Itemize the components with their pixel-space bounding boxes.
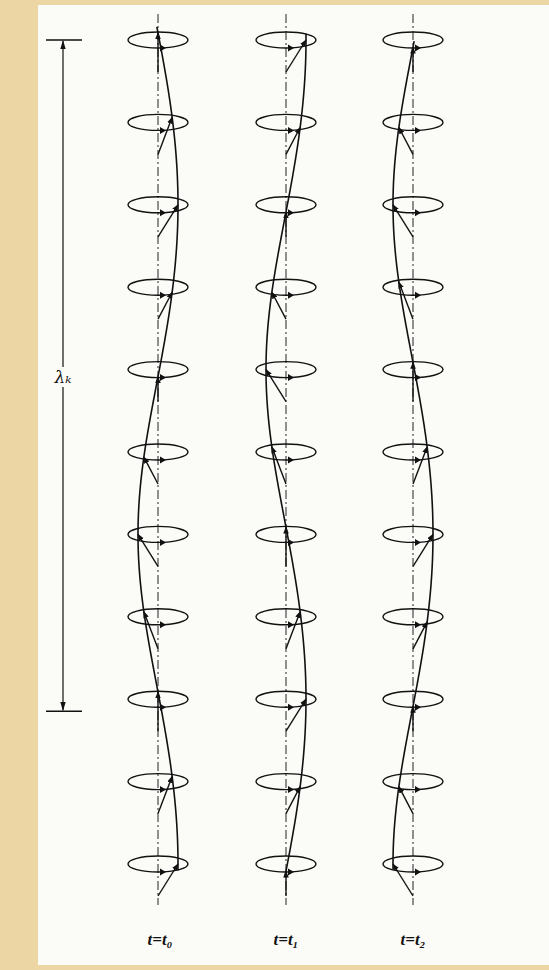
precession-ellipse <box>383 444 443 460</box>
rotation-arrowhead <box>160 786 166 793</box>
rotation-arrowhead <box>415 786 421 793</box>
spin-vector <box>413 447 427 484</box>
precession-ellipse <box>256 444 316 460</box>
precession-ellipse <box>383 526 443 542</box>
rotation-arrowhead <box>415 457 421 464</box>
wave-curve <box>138 27 178 871</box>
rotation-arrowhead <box>415 704 421 711</box>
spin-column <box>128 14 188 905</box>
time-label: t=t₁ <box>273 931 298 950</box>
rotation-arrowhead <box>160 621 166 628</box>
spin-vector <box>286 40 306 72</box>
wave-curve <box>266 34 306 878</box>
precession-ellipse <box>383 774 443 790</box>
rotation-arrowhead <box>288 127 294 134</box>
time-label: t=t₀ <box>147 931 172 950</box>
rotation-arrowhead <box>415 292 421 299</box>
dimension-tick <box>46 39 82 40</box>
dimension-tick <box>46 711 82 712</box>
rotation-arrowhead <box>288 209 294 216</box>
spin-vector <box>286 612 300 649</box>
spin-vector <box>393 205 413 237</box>
rotation-arrowhead <box>288 457 294 464</box>
spin-vector <box>144 457 158 484</box>
rotation-arrowhead <box>160 292 166 299</box>
rotation-arrowhead <box>160 457 166 464</box>
wavelength-label: λₖ <box>53 367 74 388</box>
precession-ellipse <box>256 774 316 790</box>
rotation-arrowhead <box>415 209 421 216</box>
spin-vector <box>393 864 413 896</box>
precession-ellipse <box>256 609 316 625</box>
precession-ellipse <box>383 114 443 130</box>
rotation-arrowhead <box>160 374 166 381</box>
rotation-arrowhead <box>288 786 294 793</box>
precession-ellipse <box>128 279 188 295</box>
spin-vector <box>158 205 178 237</box>
rotation-arrowhead <box>288 374 294 381</box>
figure-ground <box>38 5 549 965</box>
precession-ellipse <box>383 197 443 213</box>
spin-vector <box>399 127 413 154</box>
spin-vector <box>413 534 433 566</box>
precession-ellipse <box>256 32 316 48</box>
precession-ellipse <box>128 197 188 213</box>
precession-ellipse <box>128 774 188 790</box>
rotation-arrowhead <box>415 45 421 52</box>
rotation-arrowhead <box>160 209 166 216</box>
rotation-arrowhead <box>288 869 294 876</box>
spin-vector <box>286 699 306 731</box>
rotation-arrowhead <box>288 45 294 52</box>
spin-vector <box>158 117 172 154</box>
rotation-arrowhead <box>415 127 421 134</box>
precession-ellipse <box>256 691 316 707</box>
time-label: t=t₂ <box>400 931 425 950</box>
precession-ellipse <box>383 609 443 625</box>
wave-curve <box>393 41 433 869</box>
spin-vector <box>158 864 178 896</box>
spin-column <box>256 14 316 905</box>
spin-vector <box>272 292 286 319</box>
precession-ellipse <box>128 444 188 460</box>
rotation-arrowhead <box>288 621 294 628</box>
precession-ellipse <box>128 114 188 130</box>
spin-vector <box>266 370 286 402</box>
spin-vector <box>158 777 172 814</box>
precession-ellipse <box>383 856 443 872</box>
rotation-arrowhead <box>160 127 166 134</box>
rotation-arrowhead <box>288 704 294 711</box>
precession-ellipse <box>128 526 188 542</box>
spin-vector <box>138 534 158 566</box>
precession-ellipse <box>128 609 188 625</box>
precession-ellipse <box>256 114 316 130</box>
precession-ellipse <box>256 279 316 295</box>
rotation-arrowhead <box>160 539 166 546</box>
precession-ellipse <box>256 362 316 378</box>
spin-column <box>383 14 443 905</box>
rotation-arrowhead <box>160 869 166 876</box>
rotation-arrowhead <box>288 292 294 299</box>
spin-vector <box>399 787 413 814</box>
rotation-arrowhead <box>415 621 421 628</box>
rotation-arrowhead <box>415 539 421 546</box>
precession-ellipse <box>383 279 443 295</box>
wavelength-dimension <box>46 40 82 711</box>
precession-ellipse <box>128 856 188 872</box>
rotation-arrowhead <box>415 869 421 876</box>
